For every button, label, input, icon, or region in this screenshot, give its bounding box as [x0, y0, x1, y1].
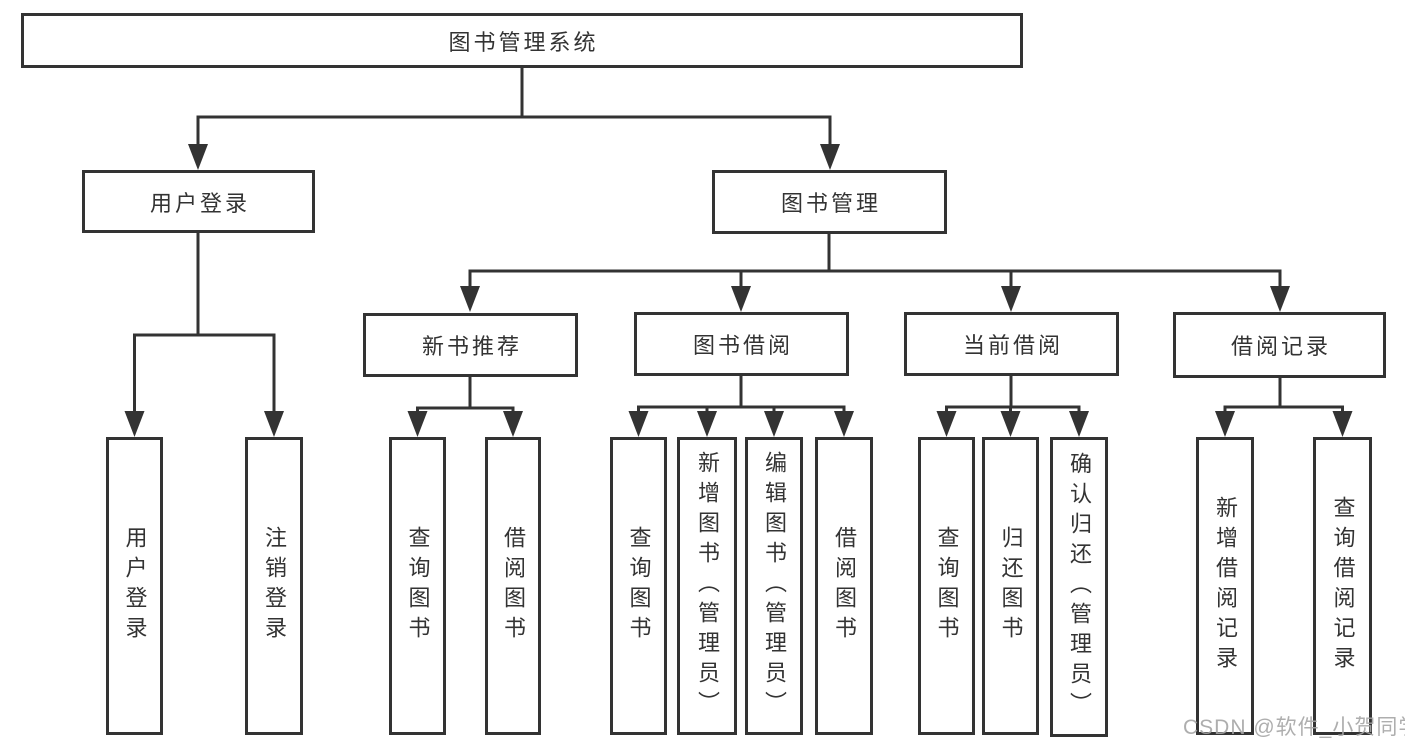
node-label: 图书借阅: [692, 333, 793, 358]
leaf-borrow-query-books: 查询图书: [610, 437, 667, 735]
connector-user-login: [124, 233, 284, 437]
connector-root: [188, 68, 840, 170]
node-label: 确认归还（管理员）: [1067, 452, 1092, 722]
node-current-borrow: 当前借阅: [904, 312, 1119, 376]
node-label: 图书管理系统: [448, 29, 599, 55]
node-label: 新书推荐: [421, 334, 522, 359]
node-label: 新增借阅记录: [1213, 496, 1238, 676]
node-label: 注销登录: [262, 526, 287, 646]
node-user-login: 用户登录: [82, 170, 315, 233]
node-label: 编辑图书（管理员）: [762, 451, 787, 721]
node-label: 查询图书: [405, 526, 431, 646]
connector-borrow-records: [1215, 377, 1353, 437]
node-borrow-records: 借阅记录: [1173, 312, 1386, 378]
node-label: 查询图书: [934, 526, 960, 646]
leaf-borrow-edit-books-admin: 编辑图书（管理员）: [745, 437, 803, 735]
node-label: 归还图书: [998, 526, 1024, 646]
leaf-recommend-borrow-books: 借阅图书: [485, 437, 541, 735]
node-label: 图书管理: [780, 191, 881, 216]
leaf-recommend-query-books: 查询图书: [389, 437, 446, 735]
leaf-borrow-borrow-books: 借阅图书: [815, 437, 873, 735]
node-label: 借阅图书: [501, 526, 526, 646]
leaf-logout: 注销登录: [245, 437, 303, 735]
connector-book-borrow: [628, 376, 854, 437]
leaf-current-return-books: 归还图书: [982, 437, 1039, 735]
leaf-current-confirm-return-admin: 确认归还（管理员）: [1050, 437, 1108, 737]
connector-new-book-recommend: [407, 377, 523, 437]
leaf-records-query-record: 查询借阅记录: [1313, 437, 1372, 735]
node-label: 查询图书: [626, 526, 652, 646]
leaf-current-query-books: 查询图书: [918, 437, 975, 735]
node-label: 查询借阅记录: [1330, 496, 1356, 676]
node-book-borrow: 图书借阅: [634, 312, 849, 376]
node-new-book-recommend: 新书推荐: [363, 313, 578, 377]
node-label: 用户登录: [149, 190, 250, 216]
leaf-borrow-add-books-admin: 新增图书（管理员）: [677, 437, 737, 735]
node-root: 图书管理系统: [21, 13, 1023, 68]
node-label: 借阅图书: [832, 526, 857, 646]
node-label: 借阅记录: [1230, 334, 1331, 359]
node-book-management: 图书管理: [712, 170, 947, 234]
leaf-records-add-record: 新增借阅记录: [1196, 437, 1254, 735]
node-label: 用户登录: [122, 526, 148, 646]
node-label: 新增图书（管理员）: [695, 451, 720, 721]
connector-current-borrow: [936, 376, 1089, 437]
node-label: 当前借阅: [962, 333, 1063, 358]
leaf-user-login: 用户登录: [106, 437, 163, 735]
connector-book-management: [460, 234, 1290, 312]
watermark: CSDN @软件_小贺同学: [1183, 716, 1405, 739]
